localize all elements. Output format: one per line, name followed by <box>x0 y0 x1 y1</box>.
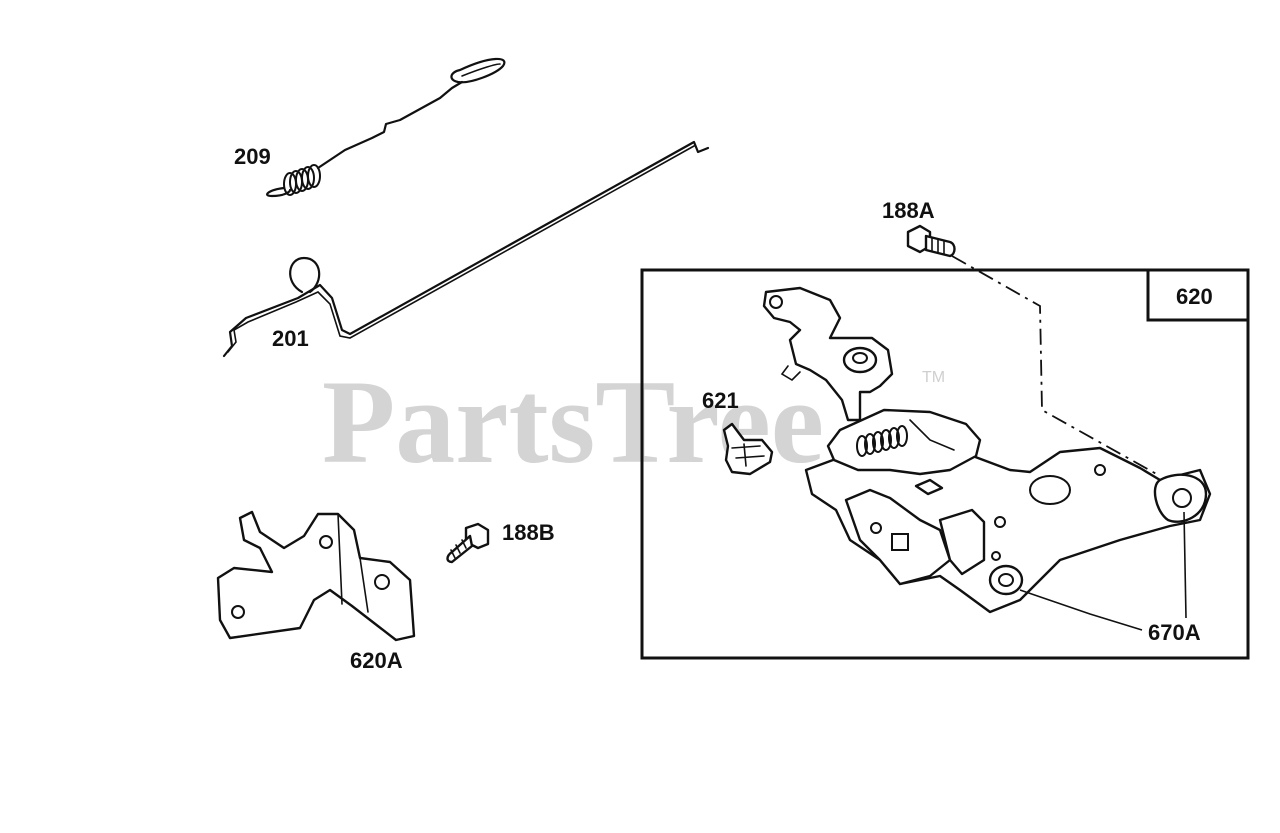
part-620A-bracket[interactable] <box>216 510 416 642</box>
part-201-link-rod[interactable] <box>222 140 710 358</box>
label-670A: 670A <box>1148 620 1201 645</box>
part-621-clip[interactable] <box>722 422 774 476</box>
part-209-spring-link[interactable] <box>266 57 506 198</box>
label-621: 621 <box>702 388 739 413</box>
label-620A: 620A <box>350 648 403 673</box>
watermark-trademark: TM <box>922 369 945 386</box>
assembly-620-box[interactable] <box>640 268 1250 660</box>
label-201: 201 <box>272 326 309 351</box>
assembly-spring <box>856 425 908 457</box>
part-188A-bolt[interactable] <box>906 224 956 258</box>
control-bracket-assembly[interactable] <box>762 286 1212 614</box>
part-labels: 209 201 188A 621 188B 620A 670A 620 <box>234 144 1213 673</box>
label-209: 209 <box>234 144 271 169</box>
label-620: 620 <box>1176 284 1213 309</box>
part-188B-bolt[interactable] <box>446 522 490 564</box>
alignment-line <box>951 255 1161 477</box>
spring-coil <box>283 164 321 196</box>
label-188A: 188A <box>882 198 935 223</box>
label-188B: 188B <box>502 520 555 545</box>
leader-lines-670A <box>1019 511 1187 631</box>
